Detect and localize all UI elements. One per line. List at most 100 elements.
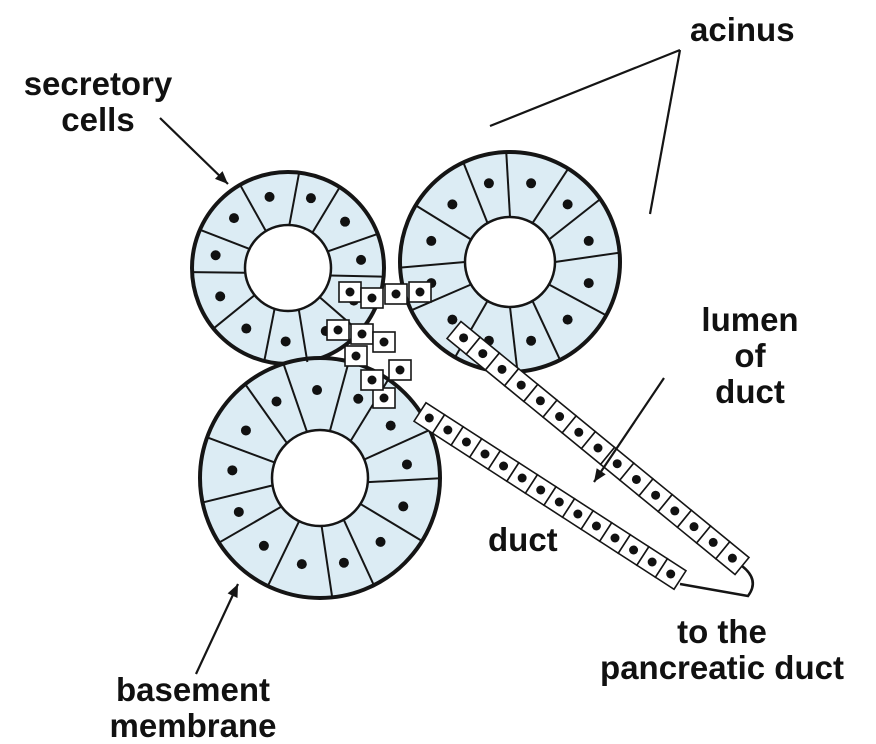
nucleus [563,199,573,209]
nucleus [386,421,396,431]
label-pancreatic-line1: to the [576,614,868,650]
line-acinus-right [650,50,680,214]
label-pancreatic-line2: pancreatic duct [576,650,868,686]
duct-cell-lower-nucleus [666,570,675,579]
ductule-nucleus [416,288,425,297]
label-acinus: acinus [690,12,795,48]
nucleus [272,396,282,406]
duct-end [680,566,753,596]
nucleus [234,507,244,517]
duct-cell-lower-nucleus [573,510,582,519]
nucleus [211,250,221,260]
nucleus [563,315,573,325]
cell-wall [330,275,387,276]
duct-cell-upper-nucleus [498,365,507,374]
nucleus [229,213,239,223]
lumen [245,225,331,311]
nucleus [215,291,225,301]
duct-cell-upper-nucleus [670,506,679,515]
duct-cell-upper-nucleus [690,522,699,531]
nucleus [340,217,350,227]
duct-cell-upper-nucleus [555,412,564,421]
label-basement-membrane: basement membrane [88,672,298,744]
duct-cell-upper-nucleus [728,554,737,563]
duct-cell-upper-nucleus [536,396,545,405]
label-lumen-of-duct: lumen of duct [670,302,830,410]
label-arrows [160,50,680,674]
duct-cell-lower-nucleus [629,546,638,555]
label-secretory-line1: secretory [8,66,188,102]
label-duct-text: duct [488,522,558,558]
duct-cell-lower-nucleus [425,414,434,423]
nucleus [265,192,275,202]
arrow-lumen-of-duct-head [594,468,606,482]
duct-cell-upper-nucleus [632,475,641,484]
nucleus [526,178,536,188]
nucleus [484,178,494,188]
duct-cell-lower-nucleus [443,426,452,435]
nucleus [584,278,594,288]
duct-cell-upper-nucleus [651,491,660,500]
ductule-nucleus [346,288,355,297]
label-acinus-text: acinus [690,12,795,48]
ductule-nucleus [380,338,389,347]
label-basement-line1: basement [88,672,298,708]
ductule-nucleus [334,326,343,335]
ductule-nucleus [368,294,377,303]
duct-cell-upper-nucleus [594,444,603,453]
ductule-nucleus [396,366,405,375]
nucleus [339,558,349,568]
nucleus [241,425,251,435]
label-secretory-line2: cells [8,102,188,138]
duct-cell-lower-nucleus [462,438,471,447]
lumen [272,430,368,526]
nucleus [356,255,366,265]
nucleus [281,336,291,346]
duct-cell-lower-nucleus [481,450,490,459]
duct-cell-upper-nucleus [613,459,622,468]
duct-cell-lower-nucleus [518,474,527,483]
arrow-basement-membrane [196,584,238,674]
nucleus [447,315,457,325]
nucleus [447,199,457,209]
nucleus [353,394,363,404]
nucleus [376,537,386,547]
duct-cell-upper-nucleus [517,381,526,390]
duct-cell-lower-nucleus [592,522,601,531]
label-basement-line2: membrane [88,708,298,744]
nucleus [584,236,594,246]
duct-cell-upper-nucleus [459,333,468,342]
label-to-pancreatic-duct: to the pancreatic duct [576,614,868,686]
duct-cell-lower-nucleus [611,534,620,543]
ductule-nucleus [392,290,401,299]
ductule-nucleus [368,376,377,385]
nucleus [227,465,237,475]
nucleus [426,236,436,246]
ductule-nucleus [380,394,389,403]
nucleus [398,501,408,511]
cell-wall [188,272,245,273]
duct-cell-lower-nucleus [536,486,545,495]
duct-cell-upper-nucleus [574,428,583,437]
label-secretory-cells: secretory cells [8,66,188,138]
duct-cell-lower-nucleus [648,558,657,567]
nucleus [306,193,316,203]
lumen [465,217,555,307]
nucleus [526,336,536,346]
label-duct: duct [488,522,558,558]
label-lumen-line3: duct [670,374,830,410]
line-acinus-left [490,50,680,126]
duct-cell-upper-nucleus [709,538,718,547]
duct-cell-upper-nucleus [478,349,487,358]
nucleus [259,541,269,551]
nucleus [297,559,307,569]
ductule-nucleus [352,352,361,361]
nucleus [402,459,412,469]
nucleus [312,385,322,395]
ductule-nucleus [358,330,367,339]
label-lumen-line2: of [670,338,830,374]
duct-cell-lower-nucleus [499,462,508,471]
nucleus [241,324,251,334]
label-lumen-line1: lumen [670,302,830,338]
duct-cell-lower-nucleus [555,498,564,507]
